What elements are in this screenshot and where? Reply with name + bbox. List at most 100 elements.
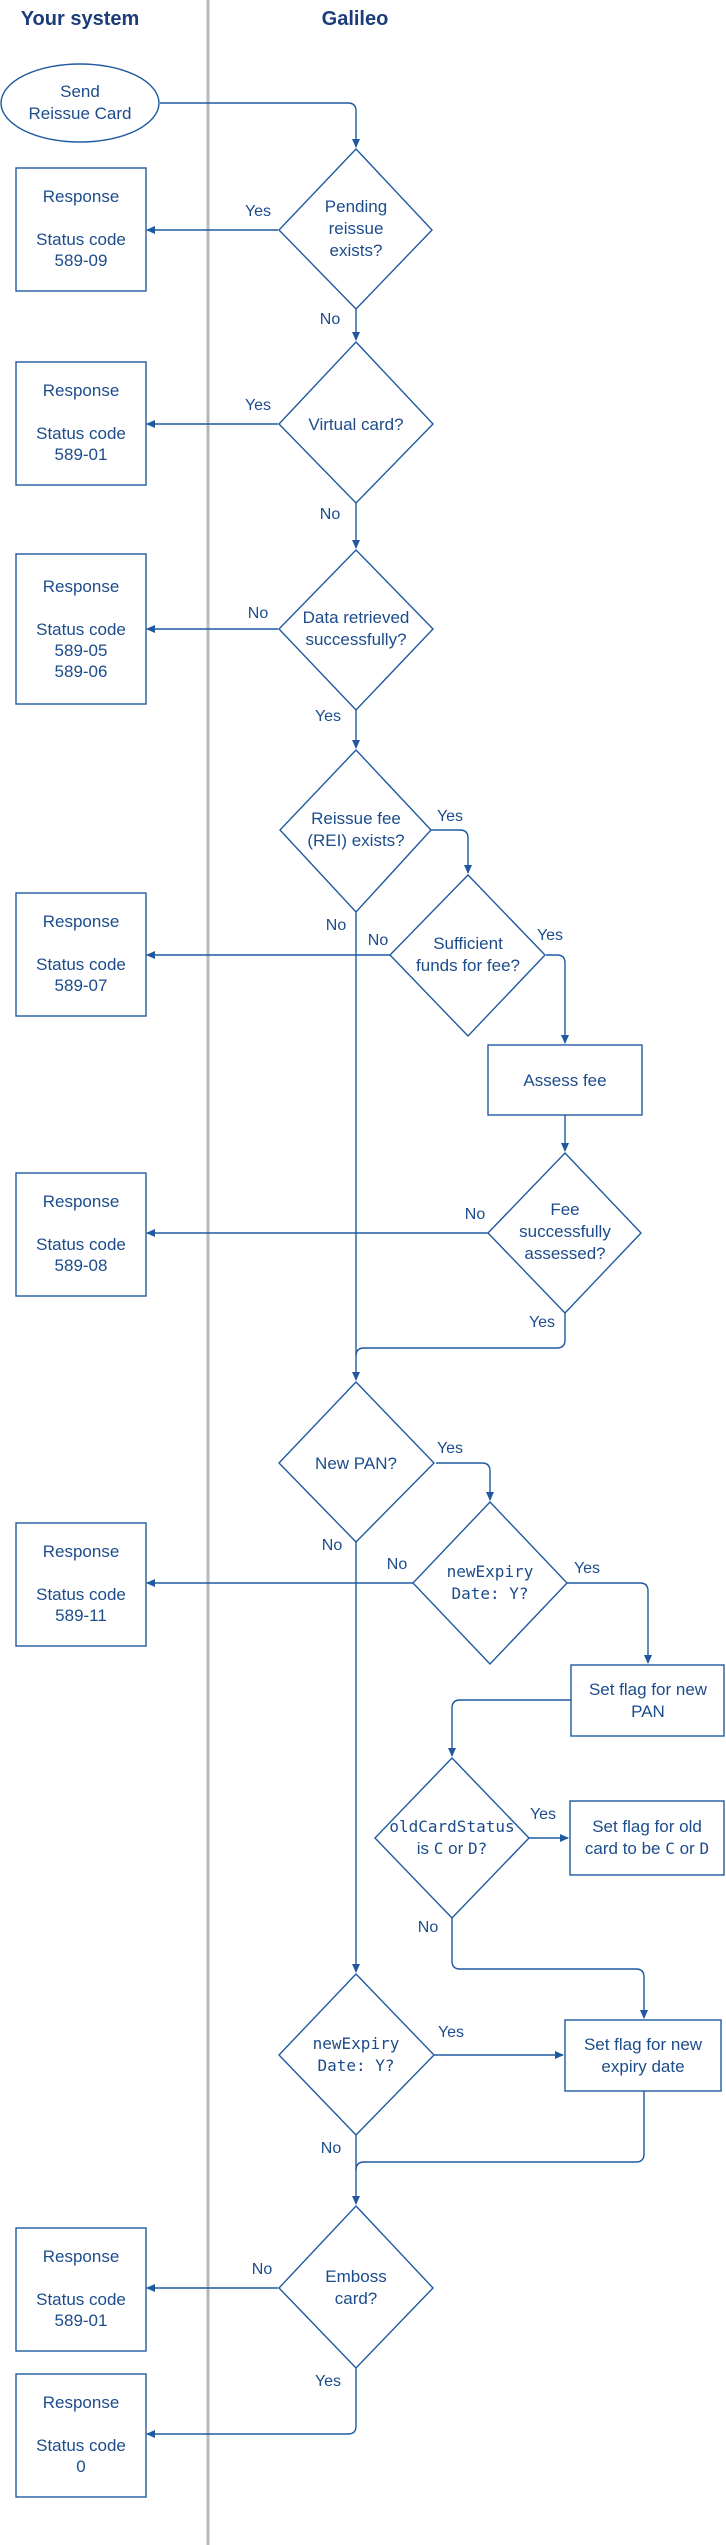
response-status-code: 589-06 — [55, 662, 108, 681]
response-status-code: 589-05 — [55, 641, 108, 660]
connectors — [146, 102, 652, 2438]
decision-sufficient-funds: Sufficient funds for fee? — [389, 873, 546, 1038]
process-label: expiry date — [601, 2057, 684, 2076]
edge-fee-assessed-yes — [355, 1313, 566, 1357]
decision-label: Pending — [325, 197, 387, 216]
edge-new-expiry1-yes — [567, 1582, 652, 1664]
label-reissue-yes: Yes — [437, 808, 463, 825]
label-emboss-no: No — [252, 2261, 273, 2278]
process-assess-fee: Assess fee — [487, 1044, 643, 1116]
label-pending-no: No — [320, 311, 341, 328]
response-status-code: 589-09 — [55, 251, 108, 270]
edge-reissue-yes — [430, 829, 472, 874]
edge-funds-yes — [546, 954, 569, 1044]
decision-label: newExpiry — [313, 2034, 400, 2053]
process-set-flag-new-expiry: Set flag for new expiry date — [564, 2019, 722, 2092]
lane-title-galileo: Galileo — [322, 8, 389, 30]
response-status-code: 589-08 — [55, 1256, 108, 1275]
label-old-status-no: No — [418, 1919, 439, 1936]
decision-label: Data retrieved — [303, 608, 410, 627]
decision-label: Sufficient — [433, 934, 503, 953]
lane-title-your-system: Your system — [21, 8, 140, 30]
decision-label: funds for fee? — [416, 956, 520, 975]
decision-old-card-status: oldCardStatus is C or D? — [374, 1756, 530, 1920]
response-title: Response — [43, 2247, 120, 2266]
decision-new-pan: New PAN? — [278, 1380, 435, 1543]
decision-label: is C or D? — [417, 1839, 487, 1858]
decision-label: card? — [335, 2289, 378, 2308]
label-old-status-yes: Yes — [530, 1806, 556, 1823]
decision-label: Fee — [550, 1200, 579, 1219]
label-new-pan-yes: Yes — [437, 1440, 463, 1457]
process-label: Set flag for new — [584, 2035, 703, 2054]
decision-label: exists? — [330, 241, 383, 260]
response-status-label: Status code — [36, 955, 126, 974]
label-data-no: No — [248, 605, 269, 622]
decision-label: reissue — [329, 219, 384, 238]
response-title: Response — [43, 1542, 120, 1561]
decision-pending-reissue: Pending reissue exists? — [278, 147, 433, 311]
response-status-label: Status code — [36, 230, 126, 249]
decision-label: newExpiry — [447, 1562, 534, 1581]
label-virtual-no: No — [320, 506, 341, 523]
response-box: Response Status code 0 — [15, 2373, 147, 2498]
decision-label: successfully? — [305, 630, 406, 649]
process-label: PAN — [631, 1702, 665, 1721]
decision-reissue-fee: Reissue fee (REI) exists? — [279, 748, 432, 914]
edge-new-pan-yes — [436, 1462, 494, 1501]
process-label: Assess fee — [523, 1071, 606, 1090]
edge-labels: Yes No Yes No No Yes Yes No No Yes No Ye… — [245, 203, 600, 2390]
label-new-expiry2-no: No — [321, 2140, 342, 2157]
process-label: Set flag for old — [592, 1817, 702, 1836]
label-new-expiry1-no: No — [387, 1556, 408, 1573]
process-set-flag-new-pan: Set flag for new PAN — [570, 1664, 725, 1737]
label-fee-assessed-no: No — [465, 1206, 486, 1223]
decision-emboss-card: Emboss card? — [278, 2204, 434, 2370]
label-emboss-yes: Yes — [315, 2373, 341, 2390]
response-status-code: 589-01 — [55, 2311, 108, 2330]
edge-start-pending — [160, 102, 360, 148]
decision-label: Reissue fee — [311, 809, 401, 828]
start-terminator: Send Reissue Card — [0, 63, 160, 143]
label-new-expiry1-yes: Yes — [574, 1560, 600, 1577]
decision-new-expiry-date-1: newExpiry Date: Y? — [412, 1500, 568, 1666]
decision-data-retrieved: Data retrieved successfully? — [278, 548, 434, 712]
decision-label: Date: Y? — [317, 2056, 394, 2075]
response-box: Response Status code 589-07 — [15, 892, 147, 1017]
edge-emboss-yes — [146, 2368, 357, 2438]
process-label: card to be C or D — [585, 1839, 709, 1858]
response-title: Response — [43, 577, 120, 596]
label-funds-no: No — [368, 932, 389, 949]
decision-label: (REI) exists? — [307, 831, 404, 850]
decision-label: Emboss — [325, 2267, 386, 2286]
label-funds-yes: Yes — [537, 927, 563, 944]
response-title: Response — [43, 2393, 120, 2412]
response-box: Response Status code 589-08 — [15, 1172, 147, 1297]
response-status-label: Status code — [36, 620, 126, 639]
response-box: Response Status code 589-11 — [15, 1522, 147, 1647]
label-new-pan-no: No — [322, 1537, 343, 1554]
response-box: Response Status code 589-01 — [15, 2227, 147, 2352]
response-box: Response Status code 589-05 589-06 — [15, 553, 147, 705]
response-status-code: 589-07 — [55, 976, 108, 995]
decision-label: assessed? — [524, 1244, 605, 1263]
response-title: Response — [43, 187, 120, 206]
decision-label: successfully — [519, 1222, 611, 1241]
decision-label: Virtual card? — [308, 415, 403, 434]
process-set-flag-old-card: Set flag for old card to be C or D — [569, 1800, 725, 1876]
response-status-label: Status code — [36, 1585, 126, 1604]
start-label-line2: Reissue Card — [29, 104, 132, 123]
label-reissue-no: No — [326, 917, 347, 934]
edge-old-status-no — [451, 1918, 648, 2019]
label-new-expiry2-yes: Yes — [438, 2024, 464, 2041]
decision-fee-assessed: Fee successfully assessed? — [487, 1151, 642, 1315]
start-label-line1: Send — [60, 82, 100, 101]
response-status-label: Status code — [36, 2290, 126, 2309]
decision-label: oldCardStatus — [389, 1817, 514, 1836]
response-title: Response — [43, 1192, 120, 1211]
process-label: Set flag for new — [589, 1680, 708, 1699]
label-fee-assessed-yes: Yes — [529, 1314, 555, 1331]
edge-flag-pan — [448, 1699, 571, 1757]
response-title: Response — [43, 912, 120, 931]
